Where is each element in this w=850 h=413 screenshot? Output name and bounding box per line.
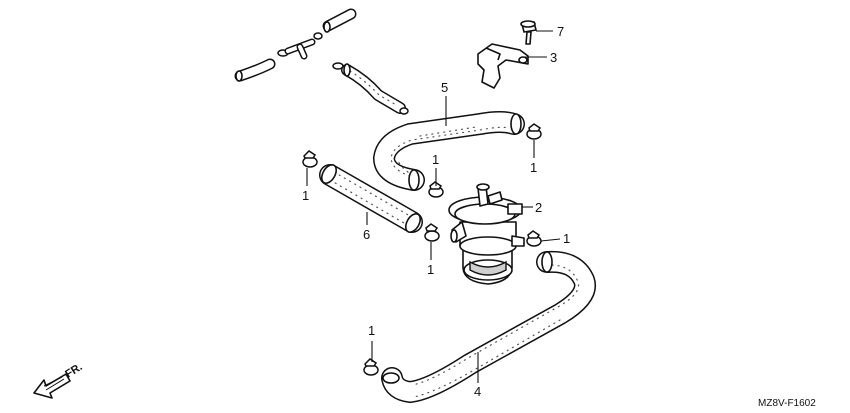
callout-1-hose6: 1 [427, 262, 434, 277]
callout-4: 4 [474, 384, 481, 399]
bolt-7 [520, 20, 537, 45]
diagram-code: MZ8V-F1602 [758, 398, 816, 409]
clamp-bottom [363, 358, 379, 376]
front-direction-arrow: FR. [33, 361, 85, 399]
small-hose-assembly [234, 8, 409, 115]
clamp-center [428, 181, 444, 198]
clamp-hose6-end [424, 223, 440, 242]
callout-1-top: 1 [530, 160, 537, 175]
callout-1-valve: 1 [563, 231, 570, 246]
callout-1-center: 1 [432, 152, 439, 167]
callout-6: 6 [363, 227, 370, 242]
callout-7: 7 [557, 24, 564, 39]
leader-1-valve [540, 238, 561, 242]
clamp-top-right [526, 123, 542, 140]
callout-3: 3 [550, 50, 557, 65]
callout-1-left: 1 [302, 188, 309, 203]
callout-5: 5 [441, 80, 448, 95]
clamp-valve-outlet [526, 230, 542, 247]
hose-6 [319, 164, 423, 233]
callout-2: 2 [535, 200, 542, 215]
hose-4 [381, 250, 596, 403]
hose-5 [373, 111, 525, 191]
callout-1-bottom: 1 [368, 323, 375, 338]
clamp-left [302, 150, 318, 168]
air-valve [448, 183, 525, 285]
bracket-3 [477, 43, 529, 89]
